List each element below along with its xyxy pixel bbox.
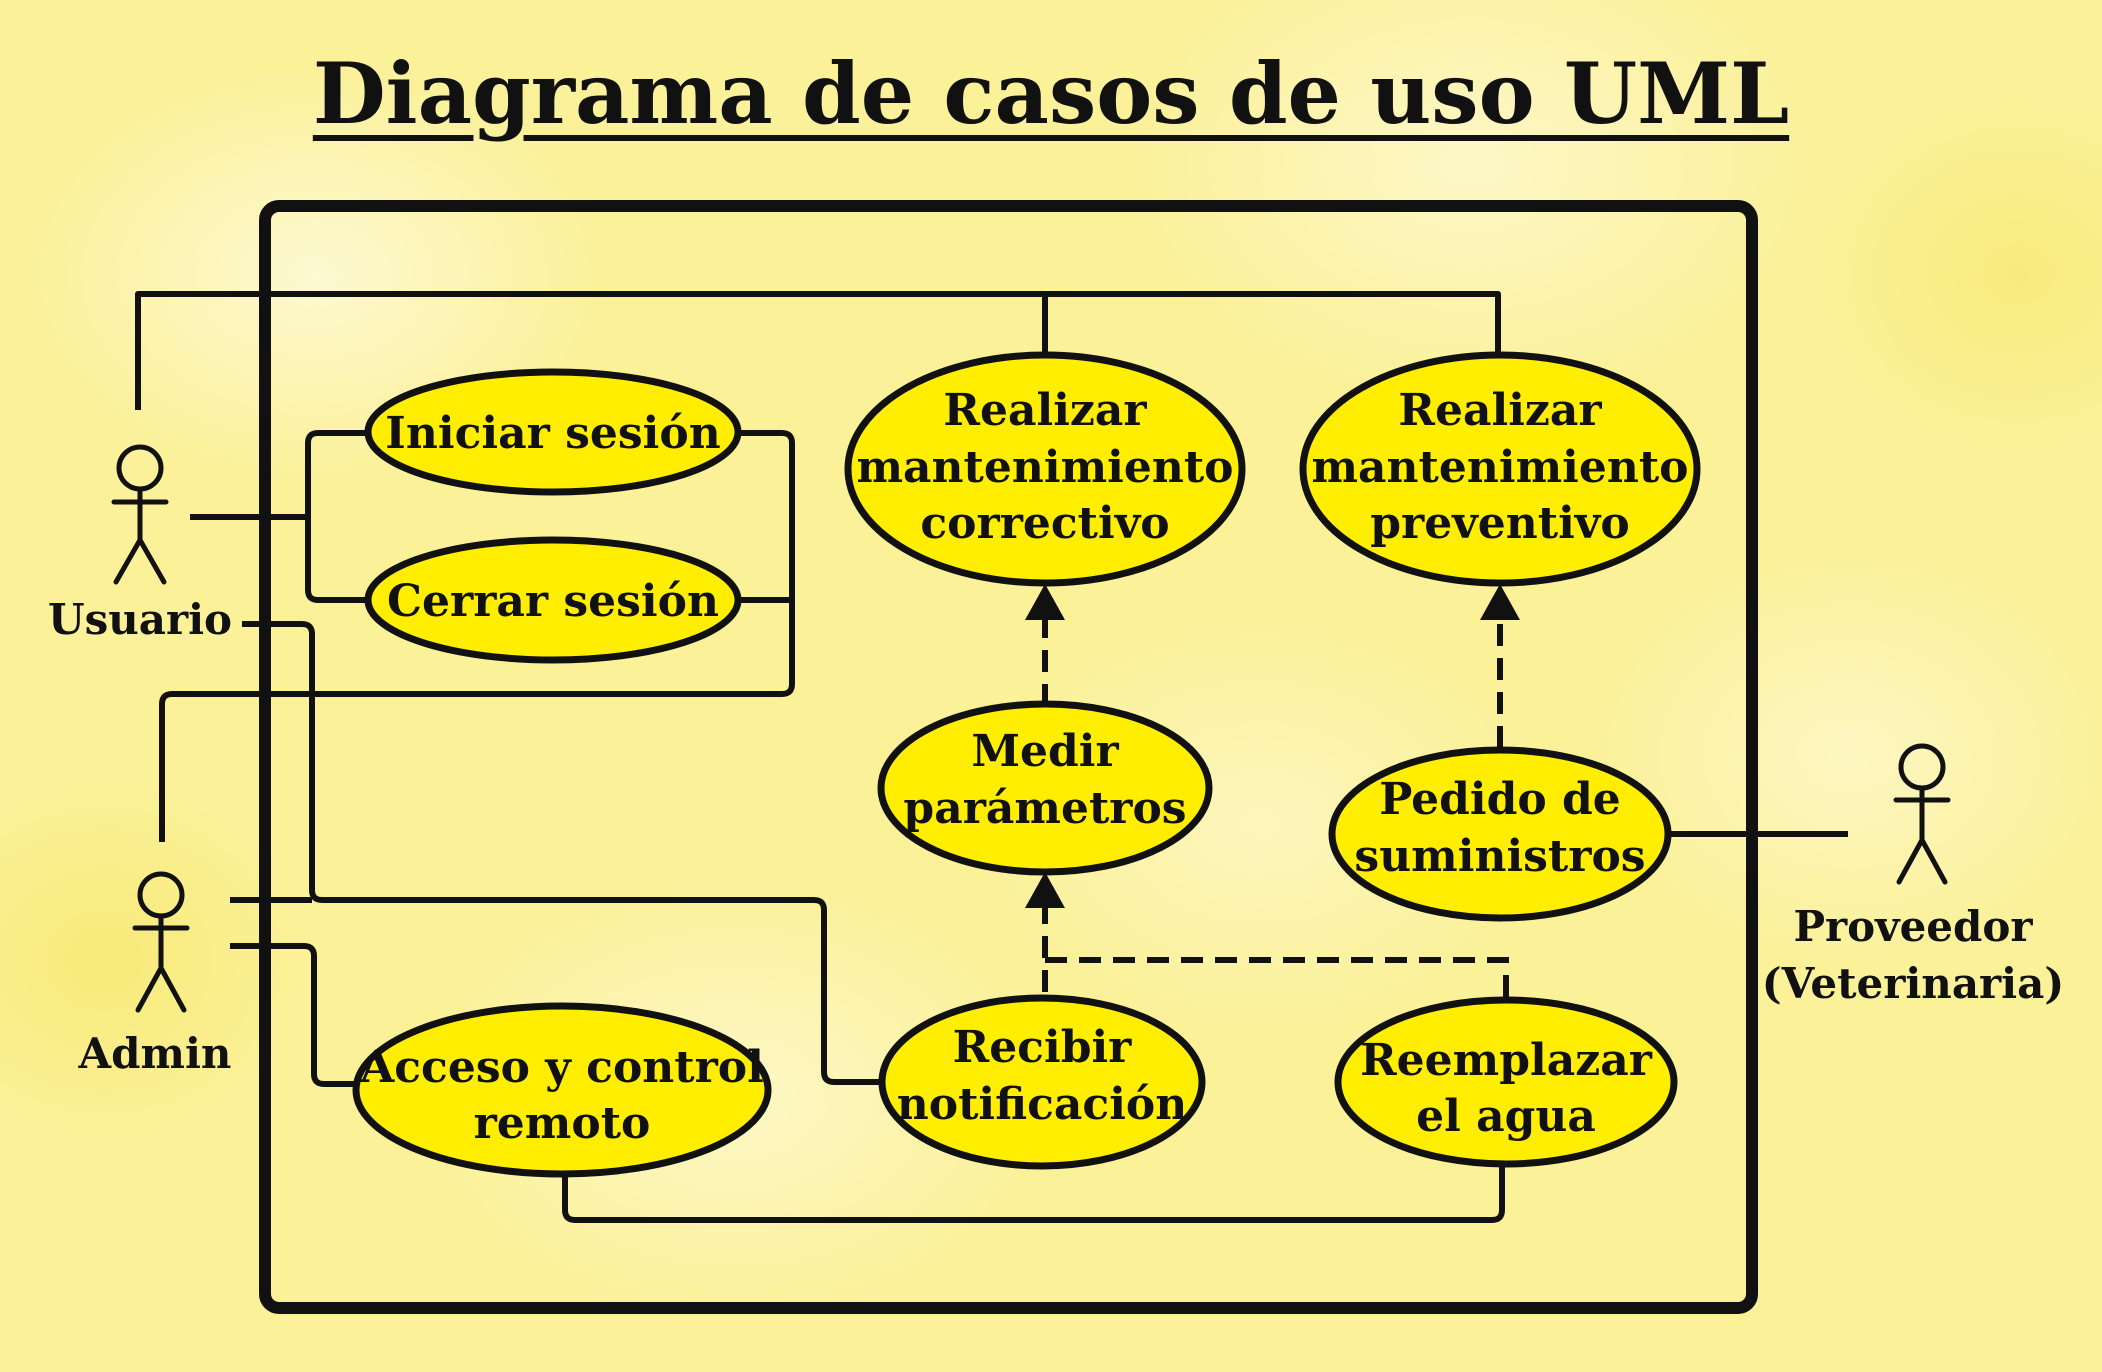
- dependency-lines: [1042, 620, 1509, 1000]
- usuario-to-recibir-line: [242, 621, 880, 1085]
- use-case-label: Recibir: [953, 1022, 1133, 1073]
- use-case-label: correctivo: [920, 498, 1169, 549]
- system-boundary: [259, 200, 1758, 1314]
- reemplazar-to-medir-dashed: [1045, 957, 1509, 1000]
- use-case-medir-parametros[interactable]: Medir parámetros: [877, 700, 1213, 876]
- arrowheads: [1025, 584, 1520, 908]
- actor-label-admin: Admin: [78, 1029, 232, 1078]
- actor-proveedor[interactable]: [1893, 743, 1951, 885]
- use-case-label: Reemplazar: [1360, 1035, 1653, 1086]
- use-case-acceso-control-remoto[interactable]: Acceso y control remoto: [352, 1002, 772, 1178]
- use-case-mantenimiento-preventivo[interactable]: Realizar mantenimiento preventivo: [1299, 351, 1701, 587]
- use-case-label: Realizar: [943, 385, 1147, 436]
- actor-head-icon: [116, 444, 164, 492]
- arrow-to-correctivo: [1025, 584, 1065, 620]
- use-case-label: Iniciar sesión: [385, 408, 720, 459]
- use-case-label: Medir: [971, 726, 1119, 777]
- admin-to-acceso-line: [230, 943, 356, 1087]
- use-case-label: parámetros: [903, 783, 1186, 834]
- usuario-to-mantenimiento-line: [135, 291, 1501, 410]
- sesion-bracket-right: [159, 430, 795, 842]
- association-lines: [135, 291, 1848, 1223]
- actor-admin[interactable]: [132, 871, 190, 1013]
- use-case-label: Cerrar sesión: [387, 576, 719, 627]
- use-case-pedido-suministros[interactable]: Pedido de suministros: [1328, 746, 1672, 922]
- actor-label-usuario: Usuario: [48, 595, 232, 644]
- use-case-label: remoto: [474, 1098, 651, 1149]
- use-case-iniciar-sesion[interactable]: Iniciar sesión: [364, 368, 742, 496]
- actor-head-icon: [1898, 743, 1946, 791]
- actor-head-icon: [137, 871, 185, 919]
- use-case-label: mantenimiento: [856, 442, 1233, 493]
- actor-label-proveedor: Proveedor: [1793, 902, 2033, 951]
- actor-label-proveedor-sub: (Veterinaria): [1762, 959, 2064, 1008]
- use-case-label: mantenimiento: [1311, 442, 1688, 493]
- arrow-to-medir: [1025, 872, 1065, 908]
- use-case-reemplazar-agua[interactable]: Reemplazar el agua: [1334, 996, 1678, 1168]
- use-case-label: Acceso y control: [359, 1042, 764, 1093]
- use-case-label: preventivo: [1370, 498, 1629, 549]
- use-case-cerrar-sesion[interactable]: Cerrar sesión: [364, 536, 742, 664]
- acceso-to-reemplazar-line: [562, 1164, 1505, 1223]
- use-case-label: Pedido de: [1379, 774, 1621, 825]
- use-case-label: el agua: [1416, 1091, 1596, 1142]
- use-case-label: Realizar: [1398, 385, 1602, 436]
- sesion-bracket-left: [305, 430, 368, 603]
- use-case-recibir-notificacion[interactable]: Recibir notificación: [878, 994, 1206, 1170]
- use-case-label: suministros: [1354, 831, 1645, 882]
- actor-usuario[interactable]: [111, 444, 169, 585]
- diagram-title: Diagrama de casos de uso UML: [312, 44, 1790, 143]
- use-case-mantenimiento-correctivo[interactable]: Realizar mantenimiento correctivo: [844, 351, 1246, 587]
- use-case-label: notificación: [897, 1079, 1188, 1130]
- arrow-to-preventivo: [1480, 584, 1520, 620]
